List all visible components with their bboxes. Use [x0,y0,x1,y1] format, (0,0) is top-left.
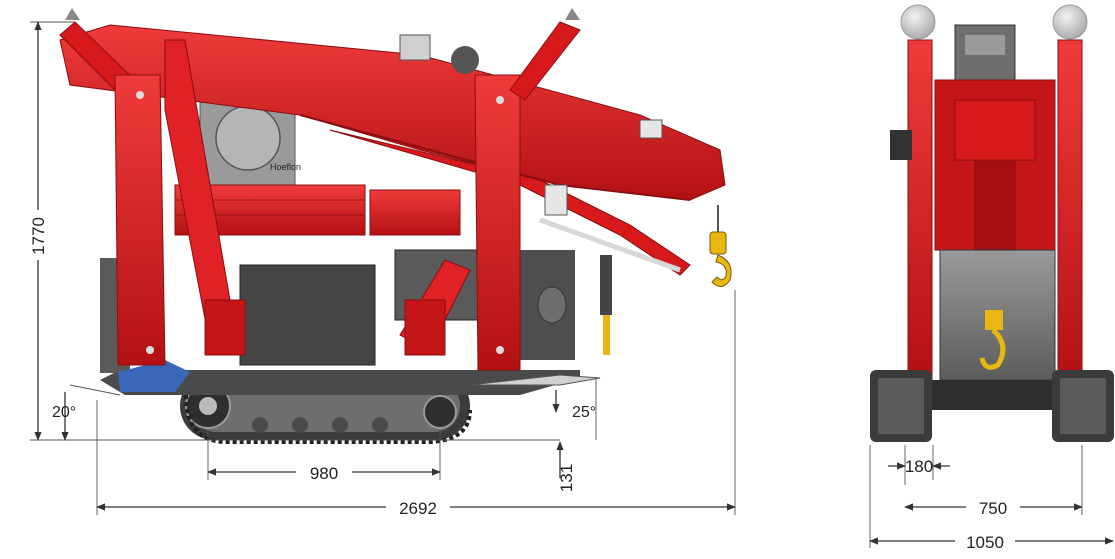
roller [332,417,348,433]
front-dimensions: 180 750 1050 [869,445,1114,552]
front-view: 180 750 1050 [869,4,1114,552]
track-length-label: 980 [310,464,338,483]
side-dimensions: 1770 20° 25° 131 980 2692 [24,21,736,518]
front-hook-block [985,310,1003,330]
hanging-tool-tip [603,315,610,355]
overall-length-label: 2692 [399,499,437,518]
hanging-tool [600,255,612,315]
track-width-label: 180 [905,457,933,476]
roller [372,417,388,433]
front-side-block [890,130,912,160]
engine-box [239,264,376,366]
counterweight-front [369,189,461,236]
boom-arm [59,24,726,201]
boom-handle [399,34,431,61]
overall-width-label: 1050 [966,533,1004,552]
boom-piston-rod [539,217,681,273]
front-jack [404,299,446,356]
winch-drum [451,46,479,74]
brand-mark: Hoeflon [270,162,301,172]
hook-block [709,231,727,255]
boom-plate [544,184,568,216]
track-treads [184,394,472,444]
departure-angle-label: 25° [572,404,596,421]
roller [292,417,308,433]
cover-port [537,286,567,324]
hook-assembly [600,205,732,355]
boom [59,24,726,276]
front-outrigger-pad-right [1052,4,1088,40]
side-view: Hoeflon [24,8,736,518]
idler-wheel [423,395,457,429]
outrigger-pad-front [565,8,580,20]
sprocket-hub [199,397,217,415]
inner-width-label: 750 [979,499,1007,518]
front-leg-right [1057,39,1083,381]
chassis-skirt [100,370,580,395]
hydraulic-motor [118,360,190,392]
outrigger-rear-leg [114,74,166,366]
outriggers [59,8,581,371]
front-outrigger-pad-left [900,4,936,40]
boom-bracket [639,119,663,139]
outrigger-front-leg [474,74,521,371]
front-stabilizer-shoe [469,374,601,386]
front-hook [979,328,1006,370]
front-boom-section [974,159,1016,251]
outrigger-front-upper [509,21,581,101]
front-leg-left [907,39,933,381]
approach-angle-label: 20° [52,404,76,421]
rear-jack [204,299,246,356]
hook [711,254,732,287]
height-label: 1770 [29,217,48,255]
roller [252,417,268,433]
clearance-label: 131 [557,464,576,492]
slewing-ring [215,105,281,171]
front-chassis [932,380,1052,410]
outrigger-pad-rear [65,8,80,20]
